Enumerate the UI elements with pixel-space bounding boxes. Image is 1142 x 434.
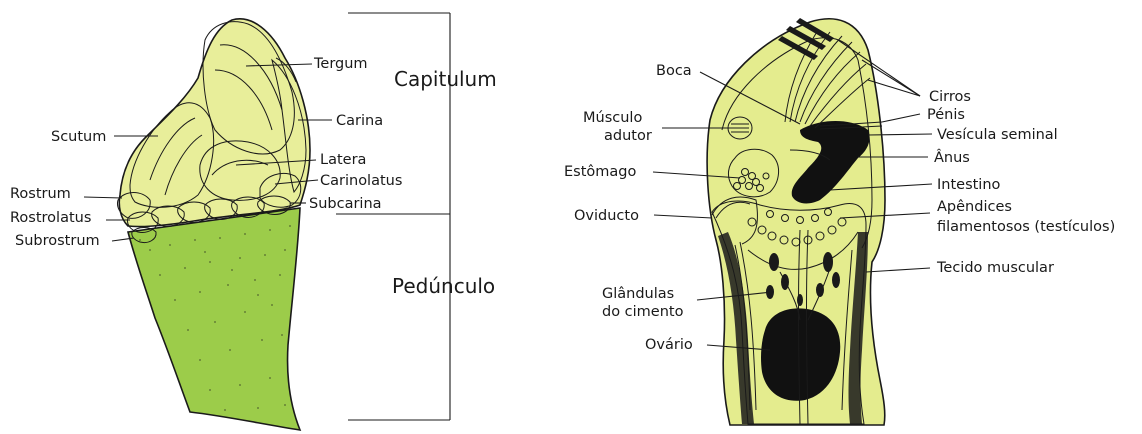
internal-view-drawing xyxy=(707,18,885,425)
label-subrostrum: Subrostrum xyxy=(15,233,100,249)
label-capitulum: Capitulum xyxy=(394,67,497,91)
label-estomago: Estômago xyxy=(564,164,636,180)
label-peduncle: Pedúnculo xyxy=(392,274,495,298)
label-rostrum: Rostrum xyxy=(10,186,71,202)
label-tecido: Tecido muscular xyxy=(936,260,1054,276)
label-tergum: Tergum xyxy=(313,56,368,72)
label-cirros: Cirros xyxy=(929,89,971,105)
peduncle-shape xyxy=(128,208,300,430)
label-carina: Carina xyxy=(336,113,383,129)
label-glandulas-line2: do cimento xyxy=(602,304,684,320)
label-intestino: Intestino xyxy=(937,177,1001,193)
label-oviducto: Oviducto xyxy=(574,208,639,224)
label-ovario: Ovário xyxy=(645,337,693,353)
label-vesicula: Vesícula seminal xyxy=(937,127,1058,143)
label-rostrolatus: Rostrolatus xyxy=(10,210,91,226)
label-latera: Latera xyxy=(320,152,366,168)
label-apendices-line1: Apêndices xyxy=(937,199,1012,215)
label-scutum: Scutum xyxy=(51,129,106,145)
label-penis: Pénis xyxy=(927,107,965,123)
external-view-drawing xyxy=(117,19,310,430)
label-musculo-line2: adutor xyxy=(604,128,652,144)
label-boca: Boca xyxy=(656,63,692,79)
label-carinolatus: Carinolatus xyxy=(320,173,402,189)
label-apendices-line2: filamentosos (testículos) xyxy=(937,219,1115,235)
label-musculo-line1: Músculo xyxy=(583,110,642,126)
label-subcarina: Subcarina xyxy=(309,196,382,212)
capitulum-shape xyxy=(119,19,310,227)
label-anus: Ânus xyxy=(934,148,970,166)
label-glandulas-line1: Glândulas xyxy=(602,286,674,302)
